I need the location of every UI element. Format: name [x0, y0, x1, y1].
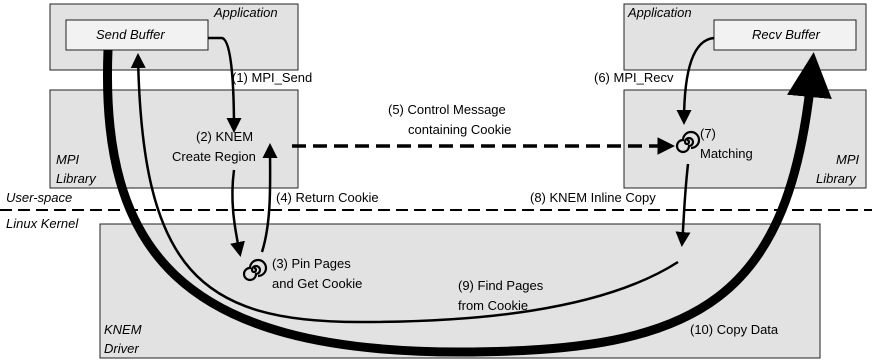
step6-label: (6) MPI_Recv — [594, 70, 674, 85]
step4-label: (4) Return Cookie — [276, 190, 379, 205]
send-buffer-label: Send Buffer — [96, 27, 165, 42]
mpi-recv-arrow — [676, 36, 715, 125]
step3-label-line2: and Get Cookie — [272, 276, 362, 291]
sender-mpi-label-line2: Library — [56, 171, 97, 186]
sender-application-label: Application — [213, 5, 278, 20]
spiral-icon — [242, 258, 268, 282]
user-space-label: User-space — [6, 190, 72, 205]
knem-driver-box — [99, 223, 821, 359]
pin-pages-arrow — [230, 169, 245, 257]
step5-label-line1: (5) Control Message — [388, 102, 506, 117]
recv-buffer-label: Recv Buffer — [752, 27, 821, 42]
step1-label: (1) MPI_Send — [232, 70, 312, 85]
step2-label-line1: (2) KNEM — [196, 129, 253, 144]
copy-data-arrow — [102, 49, 832, 357]
knem-driver-label-line2: Driver — [104, 341, 139, 356]
mpi-send-arrow — [208, 36, 242, 133]
step8-label: (8) KNEM Inline Copy — [530, 190, 656, 205]
step9-label-line2: from Cookie — [458, 298, 528, 313]
sender-mpi-label-line1: MPI — [56, 152, 80, 167]
spiral-icon — [675, 130, 701, 154]
receiver-application-label: Application — [627, 5, 692, 20]
step5-label-line2: containing Cookie — [408, 122, 511, 137]
knem-driver-label-line1: KNEM — [104, 322, 142, 337]
find-pages-arrow — [130, 53, 679, 324]
step10-label: (10) Copy Data — [690, 322, 779, 337]
step2-label-line2: Create Region — [172, 149, 256, 164]
linux-kernel-label: Linux Kernel — [6, 216, 79, 231]
return-cookie-arrow — [260, 143, 278, 253]
send-buffer-box — [65, 19, 209, 51]
recv-buffer-box — [713, 19, 857, 51]
step7-label-line2: Matching — [700, 146, 753, 161]
step3-label-line1: (3) Pin Pages — [272, 256, 351, 271]
knem-inline-copy-arrow — [675, 163, 691, 247]
step9-label-line1: (9) Find Pages — [458, 278, 544, 293]
receiver-mpi-label-line1: MPI — [836, 152, 860, 167]
step7-label-line1: (7) — [700, 126, 716, 141]
sender-mpi-library-box — [49, 89, 299, 189]
receiver-mpi-label-line2: Library — [816, 171, 857, 186]
